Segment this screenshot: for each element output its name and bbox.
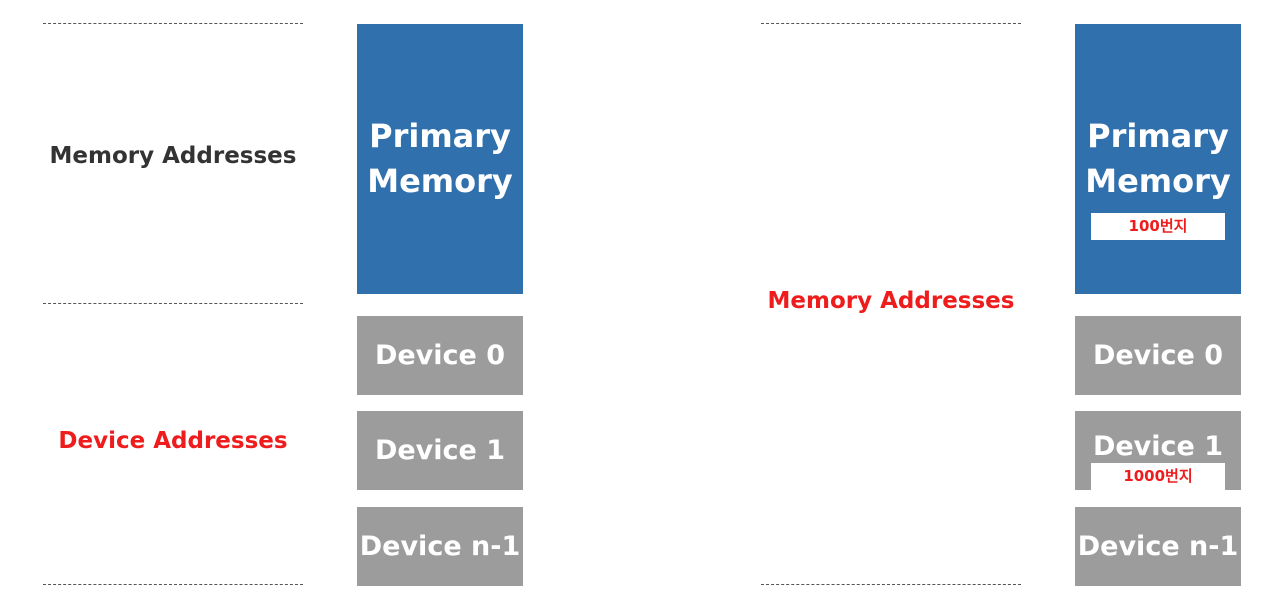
- primary-memory-label-line2: Memory: [367, 162, 513, 200]
- device-1-address-tag: 1000번지: [1091, 463, 1225, 490]
- primary-memory-label-line2: Memory: [1085, 162, 1231, 200]
- device-0-label: Device 0: [374, 340, 506, 371]
- bottom-divider-left: [43, 584, 303, 585]
- device-0-label: Device 0: [1092, 340, 1224, 371]
- bottom-divider-right: [761, 584, 1021, 585]
- memory-addresses-label-right: Memory Addresses: [767, 288, 1015, 314]
- device-1-block-left: Device 1: [357, 411, 523, 490]
- primary-memory-block-right: Primary Memory 100번지: [1075, 24, 1241, 294]
- device-n-label: Device n-1: [1077, 531, 1239, 562]
- device-1-label: Device 1: [1092, 431, 1224, 462]
- primary-memory-label-line1: Primary: [1087, 117, 1229, 155]
- primary-memory-label-line1: Primary: [369, 117, 511, 155]
- device-0-block-right: Device 0: [1075, 316, 1241, 395]
- device-addresses-label-left: Device Addresses: [58, 428, 288, 454]
- device-1-block-right: Device 1 1000번지: [1075, 411, 1241, 490]
- memory-addresses-label-left: Memory Addresses: [49, 143, 297, 169]
- device-0-block-left: Device 0: [357, 316, 523, 395]
- device-1-label: Device 1: [374, 435, 506, 466]
- device-n-block-left: Device n-1: [357, 507, 523, 586]
- middle-divider-left: [43, 303, 303, 304]
- top-divider-right: [761, 23, 1021, 24]
- primary-memory-block-left: Primary Memory: [357, 24, 523, 294]
- primary-address-tag: 100번지: [1091, 213, 1225, 240]
- top-divider-left: [43, 23, 303, 24]
- device-n-label: Device n-1: [359, 531, 521, 562]
- device-n-block-right: Device n-1: [1075, 507, 1241, 586]
